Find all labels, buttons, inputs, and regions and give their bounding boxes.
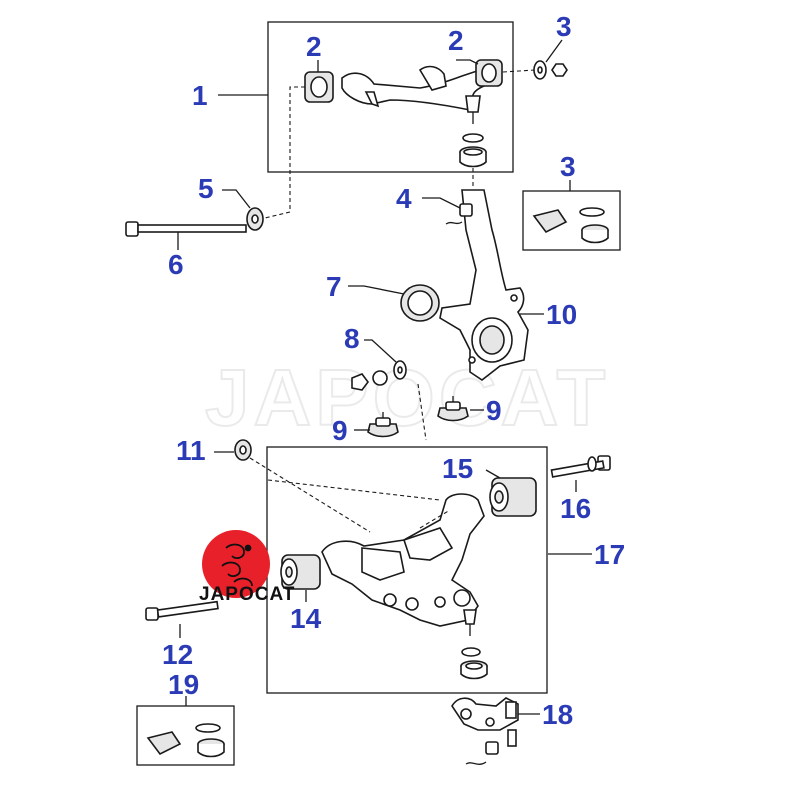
callout-1: 1 <box>192 80 208 111</box>
upper-arm-nut <box>551 63 568 77</box>
lower-ball-joint-snap-ring <box>461 647 481 657</box>
callout-14: 14 <box>290 603 322 634</box>
callout-4: 4 <box>396 183 412 214</box>
bump-stopper-left <box>367 412 399 438</box>
callout-2-left: 2 <box>306 31 322 62</box>
grease-packet <box>532 209 568 234</box>
upper-control-arm-group <box>267 21 514 173</box>
lower-ball-joint-bracket <box>451 697 519 765</box>
bolt-washer <box>246 207 264 231</box>
callout-7: 7 <box>326 271 342 302</box>
camber-adjust-bolt <box>550 455 611 478</box>
lower-arm-bushing-front <box>280 554 321 590</box>
callout-3-kit: 3 <box>560 151 576 182</box>
callout-2-right: 2 <box>448 25 464 56</box>
lower-arm-bushing-rear <box>489 477 537 517</box>
dust-deflector <box>400 284 440 322</box>
knuckle-washer-nut-set <box>351 360 407 391</box>
lower-boot-kit-frame <box>136 705 235 766</box>
upper-control-arm <box>341 68 485 111</box>
upper-arm-bushing-left <box>304 71 334 103</box>
logo-mark <box>221 543 253 587</box>
callout-15: 15 <box>442 453 473 484</box>
callout-10: 10 <box>546 299 577 330</box>
upper-boot-kit-frame <box>522 190 621 251</box>
lower-arm-bolt <box>145 600 219 621</box>
callout-9-left: 9 <box>332 415 348 446</box>
watermark: JAPOCAT <box>205 353 609 442</box>
kit-dust-boot-lower <box>197 738 225 758</box>
callout-9-right: 9 <box>486 395 502 426</box>
grease-packet-lower <box>146 731 182 756</box>
lower-ball-joint-boot <box>460 660 488 680</box>
bump-stopper-right <box>437 396 469 422</box>
steering-knuckle <box>439 189 529 381</box>
upper-ball-joint-snap-ring <box>462 133 484 143</box>
callout-5: 5 <box>198 173 214 204</box>
lower-arm-nut <box>234 439 252 461</box>
callout-11: 11 <box>176 435 206 466</box>
callout-18: 18 <box>542 699 573 730</box>
callout-8: 8 <box>344 323 360 354</box>
callout-16: 16 <box>560 493 591 524</box>
upper-arm-bolt <box>125 221 247 237</box>
kit-snap-ring-lower <box>195 723 221 733</box>
lower-boot-kit-box <box>136 705 235 766</box>
lower-control-arm <box>321 493 485 627</box>
callout-17: 17 <box>594 539 625 570</box>
japocat-logo: JAPOCAT <box>199 530 295 605</box>
callout-3-top: 3 <box>556 11 572 42</box>
lower-control-arm-group <box>266 446 548 694</box>
kit-snap-ring <box>579 207 605 217</box>
upper-arm-washer <box>533 60 547 80</box>
upper-ball-joint-boot <box>459 146 487 168</box>
upper-boot-kit-box <box>522 190 621 251</box>
cotter-pin-nut <box>445 203 473 225</box>
callout-6: 6 <box>168 249 184 280</box>
upper-arm-frame <box>267 21 514 173</box>
upper-arm-bushing-right <box>475 59 503 87</box>
logo-text: JAPOCAT <box>199 584 295 605</box>
callout-19: 19 <box>168 669 199 700</box>
kit-dust-boot <box>581 224 609 244</box>
callout-12: 12 <box>162 639 193 670</box>
